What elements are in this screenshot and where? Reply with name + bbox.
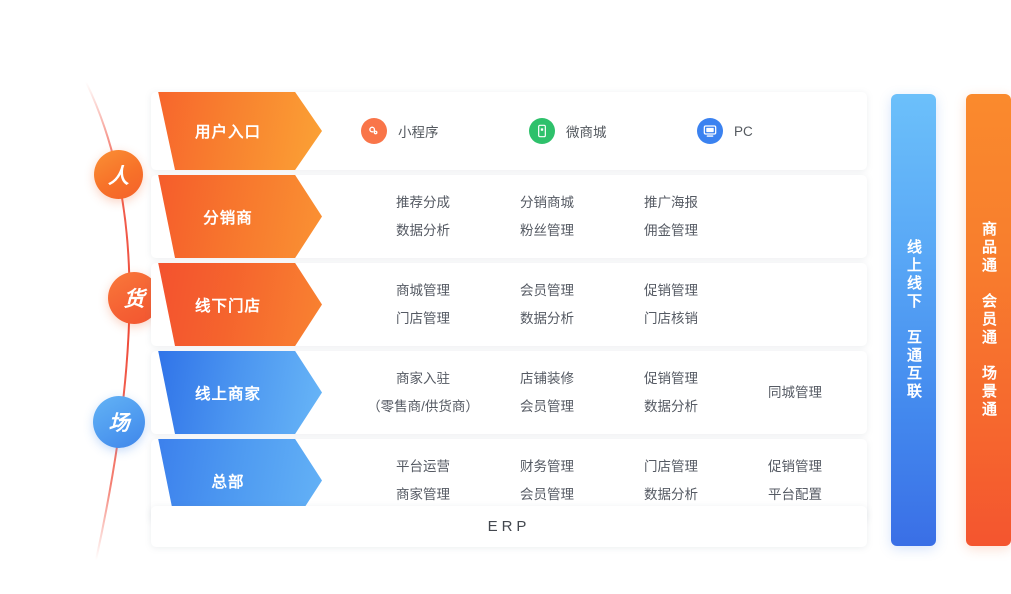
connectivity-bar[interactable]: 商品通 会员通 场景通 bbox=[966, 94, 1011, 546]
pillar-circle-people: 人 bbox=[94, 150, 143, 199]
row-arrow-distributor[interactable]: 分销商 bbox=[158, 175, 322, 258]
feature-item[interactable]: 促销管理 bbox=[644, 370, 698, 386]
feature-item[interactable]: 佣金管理 bbox=[644, 222, 698, 238]
feature-column: 财务管理 会员管理 bbox=[485, 453, 609, 509]
vbar-group-label: 互通互联 bbox=[905, 329, 922, 401]
pillar-label: 货 bbox=[123, 288, 145, 311]
mini-program-icon bbox=[361, 118, 387, 144]
vbar-group-label: 会员通 bbox=[980, 293, 997, 347]
row-stack: 用户入口 小程序 bbox=[151, 92, 867, 527]
feature-item[interactable]: （零售商/供货商） bbox=[367, 398, 479, 414]
feature-item[interactable]: 门店管理 bbox=[396, 310, 450, 326]
feature-item[interactable]: 店铺装修 bbox=[520, 370, 574, 386]
feature-column: 推广海报 佣金管理 bbox=[609, 189, 733, 245]
row-offline-store: 线下门店 商城管理 门店管理 会员管理 数据分析 促销管理 门店核销 bbox=[151, 263, 867, 346]
monitor-icon bbox=[697, 118, 723, 144]
feature-columns: 商城管理 门店管理 会员管理 数据分析 促销管理 门店核销 bbox=[361, 263, 867, 346]
feature-item[interactable]: 商城管理 bbox=[396, 282, 450, 298]
feature-column: 商城管理 门店管理 bbox=[361, 277, 485, 333]
feature-columns: 推荐分成 数据分析 分销商城 粉丝管理 推广海报 佣金管理 bbox=[361, 175, 867, 258]
row-online-merchant: 线上商家 商家入驻 （零售商/供货商） 店铺装修 会员管理 促销管理 数据分析 … bbox=[151, 351, 867, 434]
feature-column: 促销管理 门店核销 bbox=[609, 277, 733, 333]
feature-item[interactable]: 会员管理 bbox=[520, 398, 574, 414]
entry-item-mini-program[interactable]: 小程序 bbox=[361, 118, 529, 144]
feature-item[interactable]: 商家管理 bbox=[396, 486, 450, 502]
feature-item[interactable]: 会员管理 bbox=[520, 486, 574, 502]
feature-item[interactable]: 平台配置 bbox=[768, 486, 822, 502]
feature-item[interactable]: 粉丝管理 bbox=[520, 222, 574, 238]
erp-bar[interactable]: ERP bbox=[151, 506, 867, 547]
feature-item[interactable]: 门店管理 bbox=[644, 458, 698, 474]
entry-label: PC bbox=[734, 123, 753, 139]
vbar-group-label: 线上线下 bbox=[905, 239, 922, 311]
pillar-circle-place: 场 bbox=[93, 396, 145, 448]
online-offline-bar[interactable]: 线上线下 互通互联 bbox=[891, 94, 936, 546]
pillar-label: 人 bbox=[108, 164, 129, 188]
feature-column: 会员管理 数据分析 bbox=[485, 277, 609, 333]
feature-column: 店铺装修 会员管理 bbox=[485, 365, 609, 421]
row-arrow-label: 总部 bbox=[211, 473, 245, 491]
feature-columns: 商家入驻 （零售商/供货商） 店铺装修 会员管理 促销管理 数据分析 同城管理 bbox=[361, 351, 867, 434]
feature-item[interactable]: 数据分析 bbox=[644, 398, 698, 414]
vbar-group-label: 商品通 bbox=[980, 221, 997, 275]
row-arrow-label: 线上商家 bbox=[194, 385, 261, 403]
row-arrow-label: 线下门店 bbox=[194, 297, 261, 315]
feature-column: 门店管理 数据分析 bbox=[609, 453, 733, 509]
erp-label: ERP bbox=[487, 518, 531, 535]
entry-label: 微商城 bbox=[566, 125, 607, 140]
feature-item[interactable]: 门店核销 bbox=[644, 310, 698, 326]
feature-item[interactable]: 数据分析 bbox=[396, 222, 450, 238]
feature-item[interactable]: 分销商城 bbox=[520, 194, 574, 210]
feature-item[interactable]: 商家入驻 bbox=[396, 370, 450, 386]
feature-column: 促销管理 数据分析 bbox=[609, 365, 733, 421]
feature-column: 商家入驻 （零售商/供货商） bbox=[361, 365, 485, 421]
entry-item-pc[interactable]: PC bbox=[697, 118, 865, 144]
feature-item[interactable]: 推广海报 bbox=[644, 194, 698, 210]
entry-item-mobile-store[interactable]: 微商城 bbox=[529, 118, 697, 144]
row-arrow-label: 分销商 bbox=[203, 209, 253, 227]
feature-column: 同城管理 bbox=[733, 379, 857, 407]
feature-columns: 平台运营 商家管理 财务管理 会员管理 门店管理 数据分析 促销管理 平台配置 bbox=[361, 439, 867, 522]
row-arrow-user-entry[interactable]: 用户入口 bbox=[158, 92, 322, 170]
feature-column: 推荐分成 数据分析 bbox=[361, 189, 485, 245]
row-arrow-offline-store[interactable]: 线下门店 bbox=[158, 263, 322, 346]
feature-item[interactable]: 财务管理 bbox=[520, 458, 574, 474]
pillar-label: 场 bbox=[108, 412, 130, 435]
feature-item[interactable]: 会员管理 bbox=[520, 282, 574, 298]
row-arrow-label: 用户入口 bbox=[194, 124, 261, 141]
feature-item[interactable]: 推荐分成 bbox=[396, 194, 450, 210]
row-distributor: 分销商 推荐分成 数据分析 分销商城 粉丝管理 推广海报 佣金管理 bbox=[151, 175, 867, 258]
mobile-store-icon bbox=[529, 118, 555, 144]
feature-item[interactable]: 同城管理 bbox=[768, 384, 822, 400]
feature-column: 平台运营 商家管理 bbox=[361, 453, 485, 509]
feature-item[interactable]: 平台运营 bbox=[396, 458, 450, 474]
feature-column: 分销商城 粉丝管理 bbox=[485, 189, 609, 245]
entry-label: 小程序 bbox=[398, 125, 439, 140]
feature-item[interactable]: 数据分析 bbox=[520, 310, 574, 326]
vbar-group-label: 场景通 bbox=[980, 365, 997, 419]
feature-column: 促销管理 平台配置 bbox=[733, 453, 857, 509]
feature-item[interactable]: 促销管理 bbox=[644, 282, 698, 298]
row-arrow-online-merchant[interactable]: 线上商家 bbox=[158, 351, 322, 434]
feature-item[interactable]: 数据分析 bbox=[644, 486, 698, 502]
entry-list: 小程序 微商城 bbox=[361, 92, 867, 170]
row-user-entry: 用户入口 小程序 bbox=[151, 92, 867, 170]
feature-item[interactable]: 促销管理 bbox=[768, 458, 822, 474]
